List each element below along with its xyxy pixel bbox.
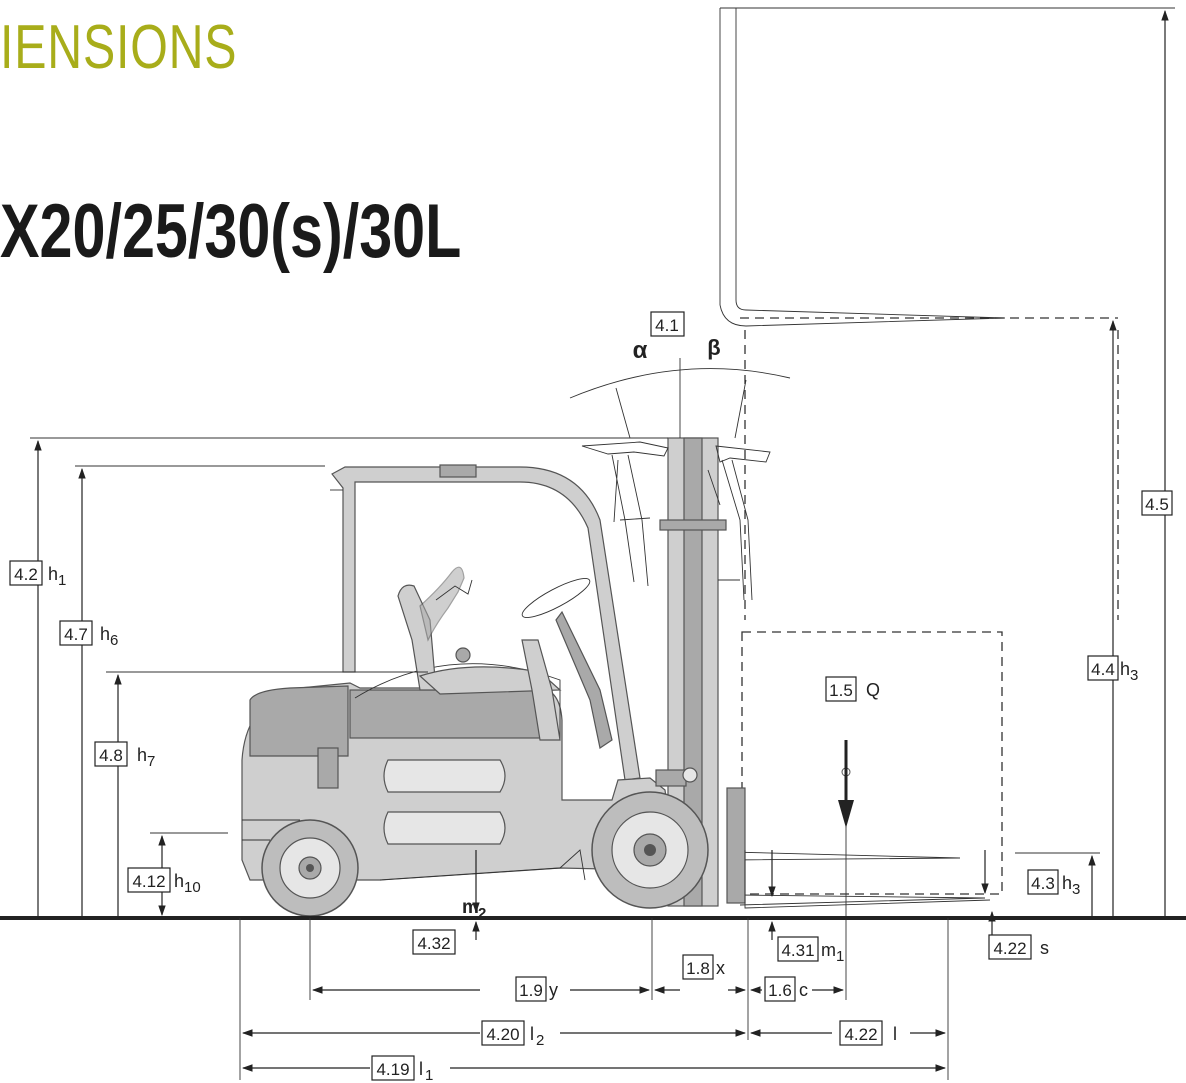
forks (726, 787, 991, 909)
label-fork-length: 4.22 l (839, 1020, 897, 1046)
svg-text:7: 7 (147, 753, 155, 770)
svg-text:x: x (716, 958, 725, 978)
svg-text:4.7: 4.7 (64, 625, 88, 644)
svg-text:4.1: 4.1 (655, 316, 679, 335)
label-length-to-fork-face: 4.20 l 2 (481, 1020, 544, 1049)
svg-text:h: h (100, 624, 110, 644)
label-lift-height: 4.4 h 3 (1087, 655, 1138, 684)
height-dimensions-left (30, 437, 668, 918)
svg-text:h: h (174, 871, 184, 891)
svg-text:4.3: 4.3 (1031, 874, 1055, 893)
svg-text:3: 3 (1130, 667, 1138, 684)
svg-text:y: y (549, 980, 558, 1000)
svg-text:4.5: 4.5 (1145, 495, 1169, 514)
model-heading: X20/25/30(s)/30L (0, 189, 462, 274)
svg-text:s: s (1040, 938, 1049, 958)
svg-text:4.19: 4.19 (376, 1060, 409, 1079)
svg-text:1.8: 1.8 (686, 959, 710, 978)
label-coupling-height: 4.12 h 10 (127, 867, 201, 896)
svg-text:2: 2 (536, 1032, 544, 1049)
label-overall-height: 4.2 h 1 (9, 560, 66, 589)
load-outline (741, 631, 1003, 1000)
label-tilt: 4.1 α β (633, 311, 721, 364)
tilt-sketches (569, 358, 791, 601)
svg-text:1.5: 1.5 (829, 681, 853, 700)
steering (521, 578, 613, 749)
svg-text:4.22: 4.22 (993, 939, 1026, 958)
length-dimensions (239, 918, 949, 1080)
svg-text:h: h (1120, 659, 1130, 679)
label-load-centre: 1.6 c (764, 976, 808, 1002)
svg-text:3: 3 (1072, 881, 1080, 898)
label-front-overhang: 1.8 x (682, 954, 725, 980)
svg-text:c: c (799, 980, 808, 1000)
label-fork-thickness: 4.22 s (988, 934, 1049, 960)
rear-wheel (261, 819, 359, 917)
label-load: 1.5 Q (825, 676, 880, 702)
label-extended-height: 4.5 (1141, 490, 1173, 516)
label-overall-length: 4.19 l 1 (371, 1055, 433, 1083)
svg-text:4.4: 4.4 (1091, 660, 1115, 679)
svg-text:4.31: 4.31 (781, 941, 814, 960)
svg-text:h: h (1062, 873, 1072, 893)
svg-text:4.20: 4.20 (486, 1025, 519, 1044)
svg-text:h: h (137, 745, 147, 765)
label-ground-clearance-center: 4.32 m 2 (412, 897, 486, 955)
label-cab-height: 4.7 h 6 (59, 620, 118, 649)
section-heading: IENSIONS (0, 13, 238, 82)
seat (397, 566, 562, 695)
label-seat-height: 4.8 h 7 (94, 741, 155, 770)
front-wheel (591, 767, 709, 909)
svg-text:1.9: 1.9 (519, 981, 543, 1000)
raised-carriage-outline (719, 7, 1175, 620)
svg-text:α: α (633, 337, 648, 364)
label-ground-clearance-mast: 4.31 m 1 (777, 936, 844, 965)
svg-text:4.8: 4.8 (99, 746, 123, 765)
load-arrow-icon (838, 800, 854, 828)
svg-text:β: β (707, 335, 720, 360)
svg-text:m: m (462, 897, 479, 918)
svg-text:m: m (821, 940, 836, 960)
svg-text:h: h (48, 564, 58, 584)
svg-text:Q: Q (866, 680, 880, 700)
svg-text:6: 6 (110, 632, 118, 649)
svg-text:l: l (530, 1024, 534, 1044)
svg-text:l: l (419, 1059, 423, 1079)
svg-text:2: 2 (478, 905, 486, 922)
svg-text:1: 1 (836, 948, 844, 965)
label-wheelbase: 1.9 y (515, 976, 558, 1002)
label-free-lift: 4.3 h 3 (1027, 869, 1080, 898)
overhead-guard (330, 464, 641, 781)
truck-body (241, 663, 673, 881)
height-dimensions-right (472, 9, 1169, 940)
svg-text:1: 1 (425, 1067, 433, 1083)
svg-text:4.12: 4.12 (132, 872, 165, 891)
svg-text:1.6: 1.6 (768, 981, 792, 1000)
svg-text:4.22: 4.22 (844, 1025, 877, 1044)
svg-text:4.32: 4.32 (417, 934, 450, 953)
svg-text:10: 10 (184, 879, 201, 896)
svg-text:4.2: 4.2 (14, 565, 38, 584)
svg-text:l: l (893, 1024, 897, 1044)
svg-text:1: 1 (58, 572, 66, 589)
